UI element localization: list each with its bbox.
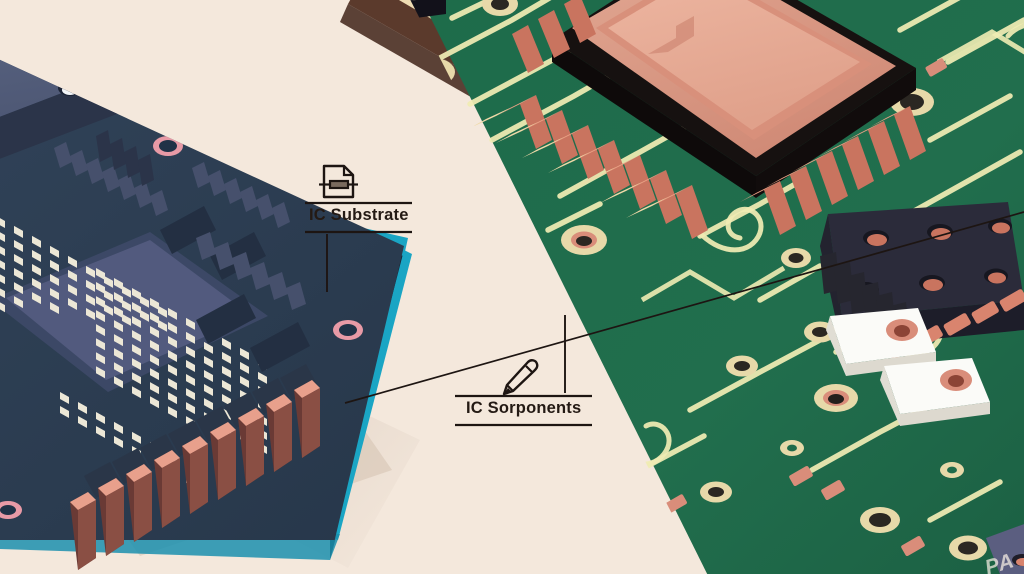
header-pins-row	[70, 380, 320, 570]
annotation-sorponents-lines	[455, 315, 592, 427]
purple-connector-right	[986, 500, 1024, 574]
left-board-fins-top	[54, 142, 168, 216]
white-smd-components	[826, 308, 990, 426]
dip-header-component	[820, 202, 1024, 360]
left-board-fins-edge	[196, 232, 306, 310]
left-board-pin-header	[70, 364, 320, 570]
annotation-label-ic-substrate: IC Substrate	[309, 206, 409, 224]
copper-ic-chip	[512, 0, 916, 440]
green-board-group	[340, 0, 1024, 574]
annotation-label-ic-sorponents: IC Sorponents	[466, 399, 582, 417]
connector-comb-pins	[96, 130, 154, 186]
green-board-surface	[392, 0, 1024, 574]
green-board-smd-pads	[665, 58, 947, 556]
annotation-leader-lines	[305, 201, 412, 292]
left-board-fins-right	[192, 162, 290, 228]
chip-pin-rows	[470, 0, 926, 239]
bga-pad-field	[0, 215, 267, 488]
pencil-icon	[502, 359, 539, 396]
leader-line-long-diagonal	[344, 211, 1024, 404]
chip-document-icon	[319, 164, 358, 199]
left-board-mounting-holes	[0, 136, 363, 519]
